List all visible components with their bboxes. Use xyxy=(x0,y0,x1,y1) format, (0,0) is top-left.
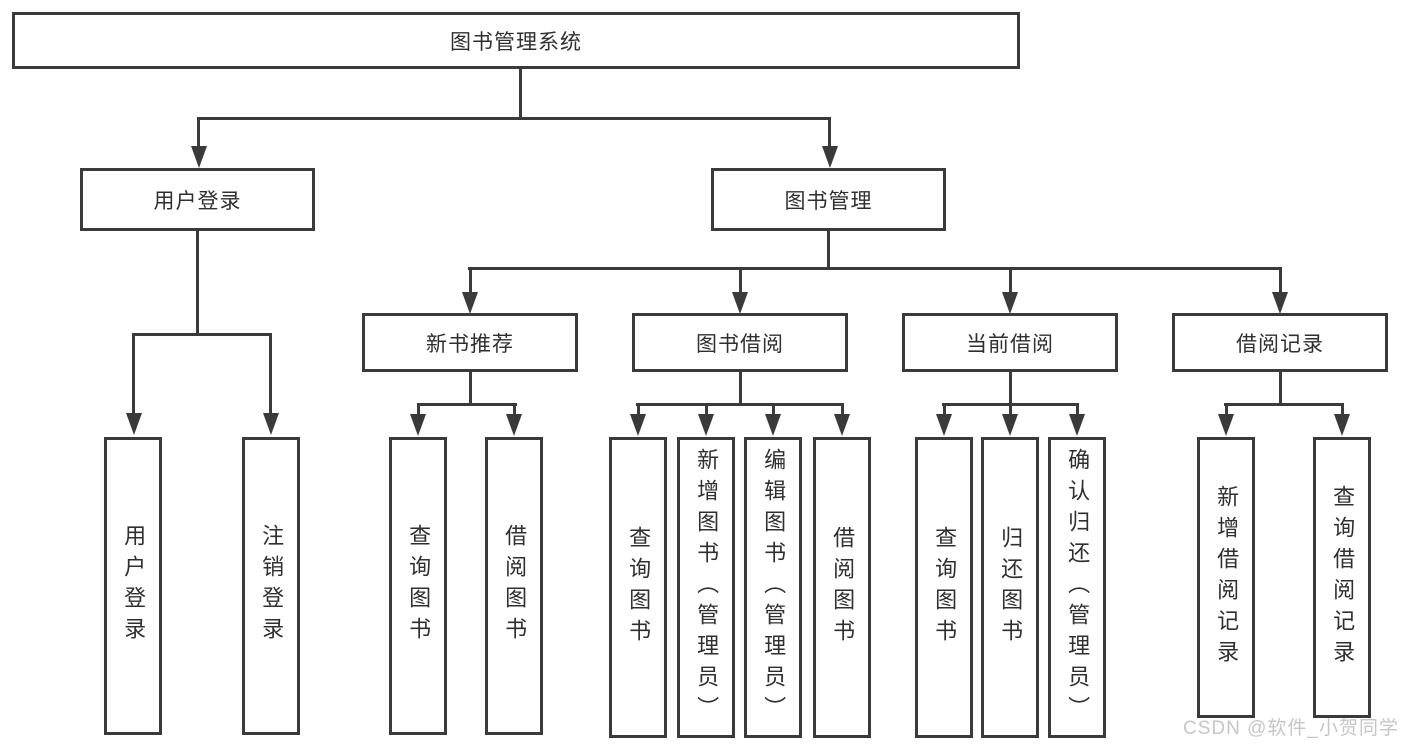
arrowhead-new-book xyxy=(462,292,478,314)
node-leaf-nb-query-books: 查询图书 xyxy=(389,437,447,735)
node-leaf-cb-return-books: 归还图书 xyxy=(981,437,1039,738)
connector-borrow-record-stem xyxy=(1279,267,1282,294)
node-leaf-cb-return-books-label: 归还图书 xyxy=(998,525,1024,650)
connector-group2-child2-stem xyxy=(705,403,708,415)
node-leaf-br-query-record: 查询借阅记录 xyxy=(1313,437,1371,718)
node-leaf-bb-borrow-books-label: 借阅图书 xyxy=(830,525,856,650)
connector-book-borrow-stem xyxy=(739,267,742,294)
connector-group2-child1-stem xyxy=(637,403,640,415)
arrowhead-group4-child2 xyxy=(1334,414,1350,436)
connector-new-book-stem xyxy=(469,267,472,294)
connector-group3-down xyxy=(1009,372,1012,406)
arrowhead-group2-child3 xyxy=(765,414,781,436)
connector-group2-child4-stem xyxy=(841,403,844,415)
connector-group1-branch xyxy=(417,403,517,406)
node-leaf-logout: 注销登录 xyxy=(242,437,300,735)
connector-group1-down xyxy=(469,372,472,406)
node-borrow-record: 借阅记录 xyxy=(1172,313,1388,372)
connector-group3-child3-stem xyxy=(1076,403,1079,415)
node-leaf-nb-borrow-books: 借阅图书 xyxy=(485,437,543,735)
connector-group2-branch xyxy=(636,403,844,406)
arrowhead-group2-child2 xyxy=(698,414,714,436)
node-book-borrow-label: 图书借阅 xyxy=(696,332,784,356)
node-leaf-nb-borrow-books-label: 借阅图书 xyxy=(502,524,528,648)
arrowhead-group2-child1 xyxy=(630,414,646,436)
node-user-login: 用户登录 xyxy=(80,168,315,231)
node-leaf-cb-query-books-label: 查询图书 xyxy=(932,525,958,650)
node-leaf-user-login: 用户登录 xyxy=(104,437,162,735)
node-root-label: 图书管理系统 xyxy=(450,30,582,54)
arrowhead-group3-child1 xyxy=(936,414,952,436)
connector-current-borrow-stem xyxy=(1009,267,1012,294)
node-book-borrow: 图书借阅 xyxy=(632,313,848,372)
node-leaf-nb-query-books-label: 查询图书 xyxy=(406,524,432,648)
arrowhead-group3-child3 xyxy=(1069,414,1085,436)
arrowhead-borrow-record xyxy=(1272,292,1288,314)
node-leaf-bb-add-books-admin: 新增图书（管理员） xyxy=(677,437,735,738)
connector-user-login-children-branch xyxy=(132,333,272,336)
arrowhead-book-management xyxy=(822,146,838,168)
node-leaf-bb-borrow-books: 借阅图书 xyxy=(813,437,871,738)
connector-root-stem xyxy=(519,67,522,120)
connector-group4-child1-stem xyxy=(1225,403,1228,415)
node-new-book-recommend: 新书推荐 xyxy=(362,313,578,372)
node-user-login-label: 用户登录 xyxy=(153,189,242,213)
node-leaf-bb-edit-books-admin-label: 编辑图书（管理员） xyxy=(761,448,787,727)
arrowhead-login-child xyxy=(126,413,142,435)
connector-book-management-down xyxy=(827,231,830,270)
connector-group3-child1-stem xyxy=(943,403,946,415)
node-leaf-bb-edit-books-admin: 编辑图书（管理员） xyxy=(744,437,802,738)
csdn-watermark: CSDN @软件_小贺同学 xyxy=(1183,718,1399,739)
node-new-book-recommend-label: 新书推荐 xyxy=(426,332,514,356)
connector-user-login-down xyxy=(196,231,199,335)
arrowhead-book-borrow xyxy=(732,292,748,314)
arrowhead-group4-child1 xyxy=(1218,414,1234,436)
arrowhead-group3-child2 xyxy=(1002,414,1018,436)
connector-group3-child2-stem xyxy=(1009,403,1012,415)
node-leaf-br-add-record: 新增借阅记录 xyxy=(1197,437,1255,718)
connector-group1-child1-stem xyxy=(417,403,420,415)
node-current-borrow-label: 当前借阅 xyxy=(966,332,1054,356)
connector-login-child-stem xyxy=(132,333,135,414)
connector-group1-child2-stem xyxy=(513,403,516,415)
node-leaf-cb-query-books: 查询图书 xyxy=(915,437,973,738)
arrowhead-current-borrow xyxy=(1002,292,1018,314)
arrowhead-group2-child4 xyxy=(834,414,850,436)
node-borrow-record-label: 借阅记录 xyxy=(1236,332,1324,356)
arrowhead-group1-child2 xyxy=(506,414,522,436)
node-leaf-br-add-record-label: 新增借阅记录 xyxy=(1214,484,1240,671)
connector-book-management-stem xyxy=(828,117,831,149)
node-leaf-br-query-record-label: 查询借阅记录 xyxy=(1330,484,1356,671)
node-leaf-bb-query-books-label: 查询图书 xyxy=(626,525,652,650)
arrowhead-group1-child1 xyxy=(410,414,426,436)
node-current-borrow: 当前借阅 xyxy=(902,313,1118,372)
node-leaf-cb-confirm-return-admin: 确认归还（管理员） xyxy=(1048,437,1106,738)
connector-logout-child-stem xyxy=(269,333,272,414)
connector-group2-child3-stem xyxy=(772,403,775,415)
node-leaf-bb-query-books: 查询图书 xyxy=(609,437,667,738)
connector-group4-child2-stem xyxy=(1341,403,1344,415)
connector-group2-down xyxy=(739,372,742,406)
connector-level2-branch xyxy=(197,117,831,120)
arrowhead-logout-child xyxy=(263,413,279,435)
node-book-management: 图书管理 xyxy=(711,168,946,231)
node-leaf-user-login-label: 用户登录 xyxy=(121,524,147,648)
connector-level3-branch xyxy=(468,267,1282,270)
node-root: 图书管理系统 xyxy=(12,12,1020,69)
node-leaf-logout-label: 注销登录 xyxy=(259,524,285,648)
arrowhead-user-login xyxy=(191,146,207,168)
connector-group4-branch xyxy=(1224,403,1344,406)
connector-group4-down xyxy=(1279,372,1282,406)
connector-user-login-stem xyxy=(197,117,200,149)
node-leaf-cb-confirm-return-admin-label: 确认归还（管理员） xyxy=(1065,448,1091,727)
node-book-management-label: 图书管理 xyxy=(784,189,873,213)
node-leaf-bb-add-books-admin-label: 新增图书（管理员） xyxy=(694,448,720,727)
